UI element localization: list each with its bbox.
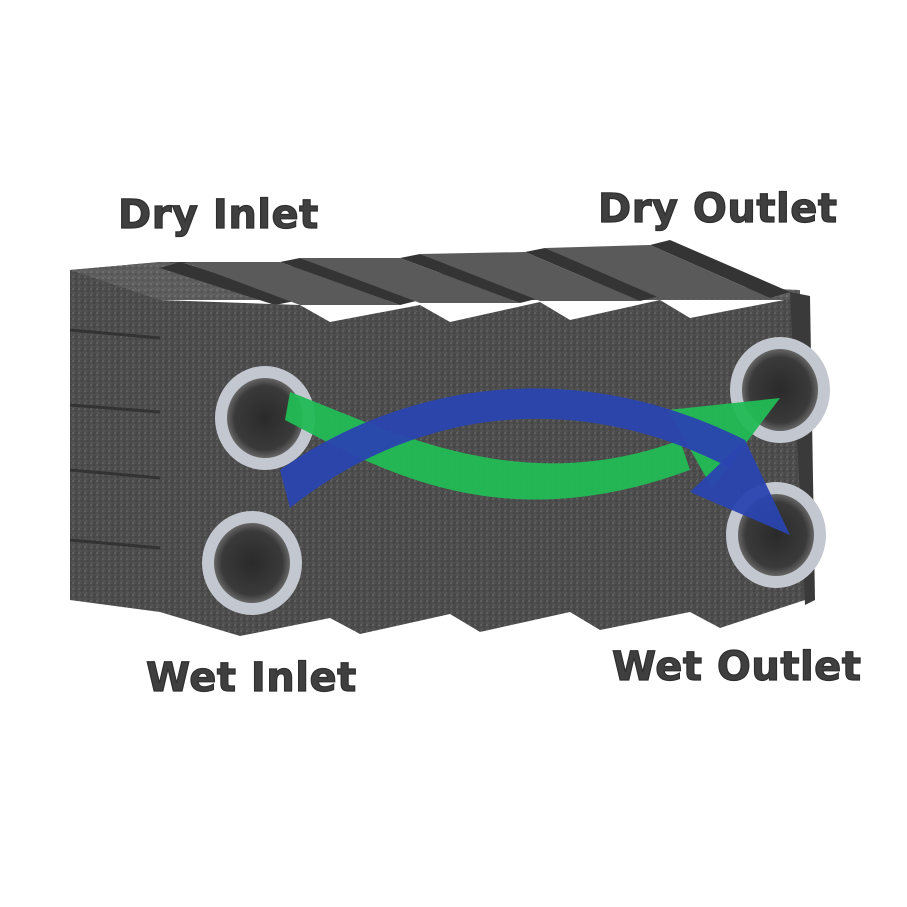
blue-flow-arrow-icon <box>280 388 790 535</box>
left-end-ribs <box>69 328 161 550</box>
wet-inlet-label: Wet Inlet <box>145 654 357 701</box>
block-left-end <box>70 262 160 612</box>
wet-outlet-label: Wet Outlet <box>611 643 862 690</box>
dry-outlet-label: Dry Outlet <box>597 185 838 232</box>
top-ridges <box>160 240 790 305</box>
dry-inlet-label: Dry Inlet <box>117 191 319 238</box>
port-wet-inlet <box>202 511 302 615</box>
